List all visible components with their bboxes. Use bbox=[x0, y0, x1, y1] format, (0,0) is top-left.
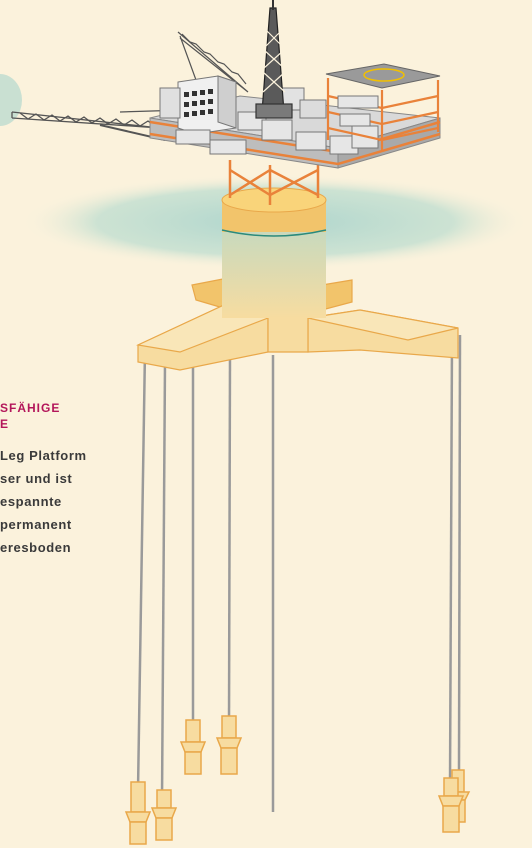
anchor-piles bbox=[124, 715, 471, 845]
caption-body-line: permanent bbox=[0, 517, 72, 532]
anchor-pile bbox=[150, 789, 178, 841]
caption-body-line: ser und ist bbox=[0, 471, 73, 486]
drilling-derrick bbox=[255, 0, 293, 119]
caption-heading: SFÄHIGE E bbox=[0, 400, 140, 432]
anchor-pile bbox=[179, 719, 207, 775]
deck-support-truss bbox=[228, 160, 320, 205]
pedestal-crane bbox=[177, 31, 249, 93]
pontoon-right-top bbox=[307, 309, 459, 341]
caption-body-line: espannte bbox=[0, 494, 62, 509]
anchor-pile bbox=[124, 781, 152, 845]
caption-body: Leg Platform ser und ist espannte perman… bbox=[0, 444, 140, 559]
anchor-pile bbox=[215, 715, 243, 775]
caption-heading-line: E bbox=[0, 417, 10, 431]
anchor-pile bbox=[437, 777, 465, 833]
platform-description: SFÄHIGE E Leg Platform ser und ist espan… bbox=[0, 400, 140, 559]
caption-body-line: Leg Platform bbox=[0, 448, 87, 463]
caption-body-line: eresboden bbox=[0, 540, 72, 555]
helideck-tower bbox=[325, 63, 441, 150]
helideck-marking bbox=[363, 68, 405, 82]
caption-heading-line: SFÄHIGE bbox=[0, 401, 61, 415]
tendons bbox=[136, 334, 462, 812]
central-column bbox=[221, 187, 327, 318]
pontoon-back-right bbox=[321, 279, 353, 311]
